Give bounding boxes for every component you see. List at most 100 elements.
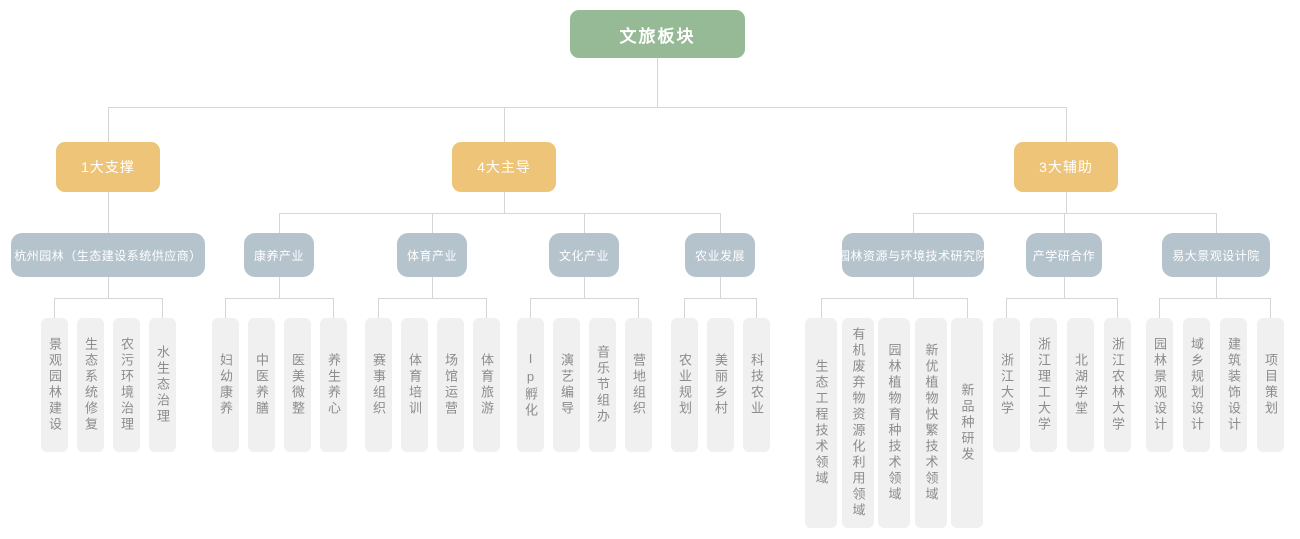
branch-node: 1大支撑 (56, 142, 160, 192)
leaf-node: 生态系统修复 (77, 318, 104, 452)
connector (1006, 298, 1007, 318)
leaf-label: 生态系统修复 (83, 337, 98, 433)
leaf-node: 妇幼康养 (212, 318, 239, 452)
connector (1066, 192, 1067, 213)
leaf-label: 音乐节组办 (595, 345, 610, 425)
connector (54, 298, 55, 318)
connector (1216, 277, 1217, 298)
leaf-label: 浙江大学 (999, 353, 1014, 417)
leaf-node: 场馆运营 (437, 318, 464, 452)
connector (378, 298, 487, 299)
leaf-node: 园林景观设计 (1146, 318, 1173, 452)
connector (279, 277, 280, 298)
connector (756, 298, 757, 318)
connector (108, 107, 1067, 108)
connector (821, 298, 822, 318)
connector (1117, 298, 1118, 318)
connector (913, 213, 1217, 214)
root-node: 文旅板块 (570, 10, 745, 58)
connector (54, 298, 163, 299)
connector (333, 298, 334, 318)
leaf-node: 水生态治理 (149, 318, 176, 452)
leaf-label: 有机废弃物资源化利用领域 (850, 327, 866, 519)
leaf-node: 新优植物快繁技术领域 (915, 318, 947, 528)
leaf-label: 域乡规划设计 (1189, 337, 1204, 433)
connector (1159, 298, 1271, 299)
leaf-node: 医美微整 (284, 318, 311, 452)
branch-node: 4大主导 (452, 142, 556, 192)
leaf-label: 营地组织 (631, 353, 646, 417)
connector (1064, 277, 1065, 298)
leaf-node: 赛事组织 (365, 318, 392, 452)
leaf-label: 浙江理工大学 (1036, 337, 1051, 433)
connector (108, 107, 109, 142)
leaf-node: 营地组织 (625, 318, 652, 452)
leaf-label: 演艺编导 (559, 353, 574, 417)
leaf-node: 浙江理工大学 (1030, 318, 1057, 452)
leaf-node: 新品种研发 (951, 318, 983, 528)
connector (225, 298, 226, 318)
connector (657, 58, 658, 107)
leaf-node: 建筑装饰设计 (1220, 318, 1247, 452)
leaf-label: 体育旅游 (479, 353, 494, 417)
connector (720, 213, 721, 233)
leaf-label: 生态工程技术领域 (813, 359, 829, 487)
leaf-label: 浙江农林大学 (1110, 337, 1125, 433)
connector (913, 213, 914, 233)
leaf-label: 体育培训 (407, 353, 422, 417)
leaf-node: 中医养膳 (248, 318, 275, 452)
category-node: 园林资源与环境技术研究院 (838, 233, 988, 277)
connector (913, 277, 914, 298)
leaf-label: 科技农业 (749, 353, 764, 417)
leaf-node: 音乐节组办 (589, 318, 616, 452)
connector (684, 298, 757, 299)
connector (1216, 213, 1217, 233)
leaf-label: Ip孵化 (523, 351, 538, 419)
leaf-label: 赛事组织 (371, 353, 386, 417)
leaf-node: 生态工程技术领域 (805, 318, 837, 528)
category-node: 杭州园林（生态建设系统供应商） (11, 233, 205, 277)
leaf-node: 科技农业 (743, 318, 770, 452)
connector (486, 298, 487, 318)
connector (432, 213, 433, 233)
leaf-node: 浙江农林大学 (1104, 318, 1131, 452)
connector (967, 298, 968, 318)
leaf-node: 演艺编导 (553, 318, 580, 452)
leaf-node: 景观园林建设 (41, 318, 68, 452)
leaf-label: 农业规划 (677, 353, 692, 417)
leaf-node: 养生养心 (320, 318, 347, 452)
category-node: 文化产业 (549, 233, 619, 277)
leaf-node: 体育培训 (401, 318, 428, 452)
connector (162, 298, 163, 318)
leaf-node: 浙江大学 (993, 318, 1020, 452)
leaf-label: 新优植物快繁技术领域 (923, 343, 939, 503)
connector (530, 298, 639, 299)
category-node: 体育产业 (397, 233, 467, 277)
leaf-node: 项目策划 (1257, 318, 1284, 452)
leaf-label: 医美微整 (290, 353, 305, 417)
leaf-node: 体育旅游 (473, 318, 500, 452)
leaf-label: 水生态治理 (155, 345, 170, 425)
connector (504, 192, 505, 213)
leaf-node: 农污环境治理 (113, 318, 140, 452)
leaf-label: 北湖学堂 (1073, 353, 1088, 417)
leaf-label: 园林植物育种技术领域 (886, 343, 902, 503)
category-node: 易大景观设计院 (1162, 233, 1270, 277)
connector (504, 107, 505, 142)
branch-node: 3大辅助 (1014, 142, 1118, 192)
connector (720, 277, 721, 298)
leaf-label: 妇幼康养 (218, 353, 233, 417)
leaf-label: 美丽乡村 (713, 353, 728, 417)
leaf-node: 美丽乡村 (707, 318, 734, 452)
connector (378, 298, 379, 318)
connector (1006, 298, 1118, 299)
connector (638, 298, 639, 318)
leaf-node: 北湖学堂 (1067, 318, 1094, 452)
leaf-label: 新品种研发 (959, 383, 975, 463)
connector (1066, 107, 1067, 142)
leaf-node: 有机废弃物资源化利用领域 (842, 318, 874, 528)
connector (684, 298, 685, 318)
leaf-node: 农业规划 (671, 318, 698, 452)
category-node: 康养产业 (244, 233, 314, 277)
